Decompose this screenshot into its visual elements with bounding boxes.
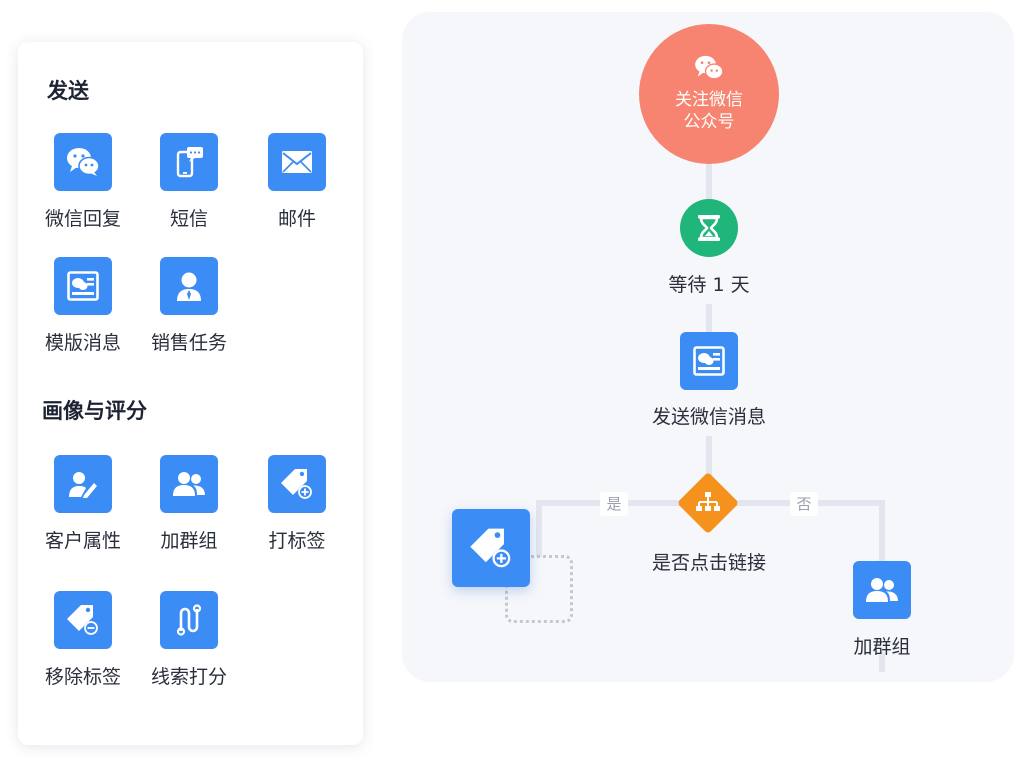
- tool-label: 线索打分: [150, 666, 227, 688]
- send-wechat-message-label: 发送微信消息: [651, 406, 767, 428]
- wechat-icon: [694, 55, 724, 85]
- tag-add-icon: [470, 528, 511, 568]
- hourglass-icon: [698, 215, 720, 241]
- tool-template-message[interactable]: 模版消息: [30, 257, 136, 357]
- profile-section-title: 画像与评分: [42, 399, 147, 423]
- org-branch-icon: [696, 492, 720, 511]
- tool-sms[interactable]: 短信: [136, 133, 242, 233]
- trigger-label-line1: 关注微信: [675, 90, 743, 110]
- tool-mail[interactable]: 邮件: [244, 133, 350, 233]
- add-group-node-label: 加群组: [853, 636, 911, 658]
- send-section-title: 发送: [47, 79, 89, 103]
- send-wechat-message-node[interactable]: [680, 332, 738, 390]
- tool-label: 销售任务: [150, 332, 227, 354]
- tool-sales-task[interactable]: 销售任务: [136, 257, 242, 357]
- template-message-icon: [693, 346, 725, 376]
- group-users-icon: [160, 455, 218, 513]
- tool-label: 微信回复: [44, 208, 121, 230]
- add-group-node[interactable]: [853, 561, 911, 619]
- template-message-icon: [54, 257, 112, 315]
- dragging-add-tag-node[interactable]: [452, 509, 530, 587]
- tool-label: 邮件: [277, 208, 316, 230]
- tool-add-group[interactable]: 加群组: [136, 455, 242, 555]
- tool-label: 移除标签: [44, 666, 121, 688]
- node-palette: 发送 微信回复: [18, 42, 363, 745]
- tool-remove-tag[interactable]: 移除标签: [30, 591, 136, 691]
- tool-label: 加群组: [160, 530, 218, 552]
- sms-phone-icon: [160, 133, 218, 191]
- wait-node[interactable]: [680, 199, 738, 257]
- tool-add-tag[interactable]: 打标签: [244, 455, 350, 555]
- flow-canvas[interactable]: 关注微信 公众号 等待 1 天 发送微信消息 是 否: [402, 12, 1014, 682]
- tool-lead-score[interactable]: 线索打分: [136, 591, 242, 691]
- tool-label: 客户属性: [44, 530, 121, 552]
- mail-icon: [268, 133, 326, 191]
- branch-node-label: 是否点击链接: [651, 552, 767, 574]
- drop-placeholder[interactable]: [505, 555, 573, 623]
- lead-score-icon: [160, 591, 218, 649]
- customer-edit-icon: [54, 455, 112, 513]
- tag-remove-icon: [54, 591, 112, 649]
- tool-label: 打标签: [268, 530, 326, 552]
- tool-label: 模版消息: [44, 332, 121, 354]
- tool-label: 短信: [169, 208, 208, 230]
- trigger-label-line2: 公众号: [683, 112, 735, 132]
- tool-customer-attribute[interactable]: 客户属性: [30, 455, 136, 555]
- group-users-icon: [866, 578, 898, 602]
- branch-no-label: 否: [790, 492, 818, 516]
- tag-add-icon: [268, 455, 326, 513]
- branch-node-clicked-link[interactable]: [676, 471, 740, 535]
- trigger-node-follow-wechat[interactable]: 关注微信 公众号: [639, 24, 779, 164]
- wechat-icon: [54, 133, 112, 191]
- wait-node-label: 等待 1 天: [668, 274, 750, 296]
- branch-yes-label: 是: [600, 492, 628, 516]
- salesperson-icon: [160, 257, 218, 315]
- tool-wechat-reply[interactable]: 微信回复: [30, 133, 136, 233]
